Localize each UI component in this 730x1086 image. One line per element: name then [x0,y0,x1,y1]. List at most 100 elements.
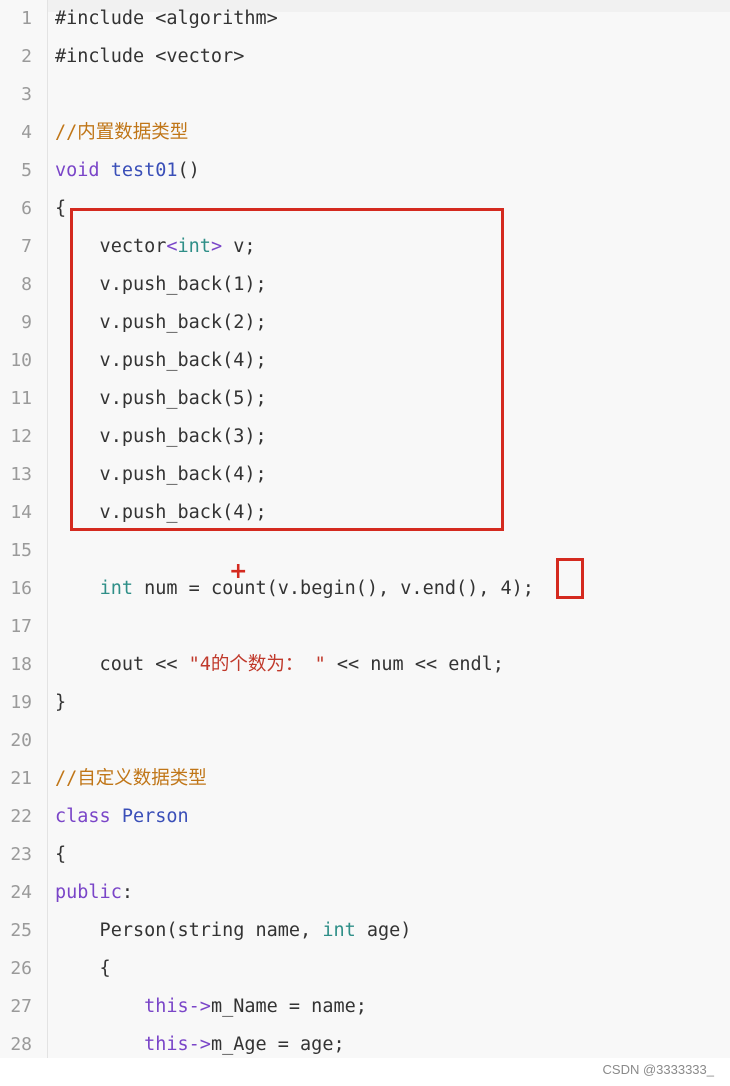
line-code: #include <vector> [55,38,244,76]
line-code: class Person [55,798,189,836]
editor-top-strip [0,0,730,12]
code-line[interactable]: 1#include <algorithm> [0,0,730,38]
crosshair-cursor-icon: + [229,559,248,584]
code-token: class [55,806,111,827]
line-code: Person(string name, int age) [55,912,412,950]
line-code: { [55,190,66,228]
code-token: v.push_back(4); [55,350,267,371]
code-token: { [55,844,67,865]
line-code: v.push_back(2); [55,304,267,342]
code-token: int [99,578,133,599]
line-code: v.push_back(5); [55,380,267,418]
line-code: public: [55,874,133,912]
code-token: { [55,958,111,979]
code-token: v.push_back(5); [55,388,267,409]
code-line[interactable]: 12 v.push_back(3); [0,418,730,456]
code-line[interactable]: 8 v.push_back(1); [0,266,730,304]
line-code: v.push_back(1); [55,266,267,304]
code-token: //内置数据类型 [55,122,189,143]
code-line[interactable]: 19} [0,684,730,722]
code-line[interactable]: 25 Person(string name, int age) [0,912,730,950]
line-number: 26 [10,958,32,979]
code-token: < [166,236,178,257]
code-token: this-> [144,1034,211,1055]
code-editor[interactable]: 1#include <algorithm>2#include <vector>3… [0,0,730,1058]
code-line[interactable]: 4 //内置数据类型 [0,114,730,152]
line-number: 17 [10,616,32,637]
line-code: int num = count(v.begin(), v.end(), 4); [55,570,534,608]
code-token: v.push_back(4); [55,502,267,523]
code-token: age) [355,920,412,941]
line-code: this->m_Name = name; [55,988,367,1026]
code-token: int [177,236,211,257]
code-token [100,160,111,181]
line-number: 13 [10,464,32,485]
line-number: 18 [10,654,32,675]
code-token [55,578,100,599]
code-token: v.push_back(4); [55,464,267,485]
code-line[interactable]: 9 v.push_back(2); [0,304,730,342]
code-line[interactable]: 17 [0,608,730,646]
code-line[interactable]: 27 this->m_Name = name; [0,988,730,1026]
code-token: m_Name = name; [210,996,367,1017]
line-code: vector<int> v; [55,228,256,266]
line-number: 8 [21,274,32,295]
code-line[interactable]: 16 int num = count(v.begin(), v.end(), 4… [0,570,730,608]
line-number: 4 [21,122,32,143]
code-token: Person(string name, [55,920,323,941]
vector-init-highlight-box [70,208,504,531]
line-number: 23 [10,844,32,865]
code-token: test01 [110,160,178,181]
code-token: : [121,882,133,903]
code-line[interactable]: 2#include <vector> [0,38,730,76]
line-code: cout << "4的个数为： " << num << endl; [55,646,504,684]
line-code: v.push_back(3); [55,418,267,456]
code-line[interactable]: 20 [0,722,730,760]
code-line[interactable]: 11 v.push_back(5); [0,380,730,418]
line-number: 15 [10,540,32,561]
line-code: { [55,950,111,988]
code-line[interactable]: 15 [0,532,730,570]
line-number: 9 [21,312,32,333]
line-number: 25 [10,920,32,941]
code-token: //自定义数据类型 [55,768,207,789]
code-token: v.push_back(2); [55,312,267,333]
line-code: v.push_back(4); [55,342,267,380]
code-line[interactable]: 26 { [0,950,730,988]
line-number: 6 [21,198,32,219]
line-number: 24 [10,882,32,903]
line-number: 20 [10,730,32,751]
code-token: void [55,160,100,181]
line-number: 11 [10,388,32,409]
code-token: { [55,198,67,219]
code-token: int [322,920,356,941]
line-number: 16 [10,578,32,599]
code-line[interactable]: 28 this->m_Age = age; [0,1026,730,1058]
code-token: cout << [55,654,189,675]
code-line[interactable]: 18 cout << "4的个数为： " << num << endl; [0,646,730,684]
code-line[interactable]: 23 { [0,836,730,874]
code-token: v.push_back(1); [55,274,267,295]
code-token: public [55,882,122,903]
code-line[interactable]: 14 v.push_back(4); [0,494,730,532]
line-code: #include <algorithm> [55,0,278,38]
line-code: v.push_back(4); [55,494,267,532]
code-line[interactable]: 24 public: [0,874,730,912]
code-line[interactable]: 6{ [0,190,730,228]
code-token: m_Age = age; [210,1034,345,1055]
code-line[interactable]: 10 v.push_back(4); [0,342,730,380]
code-token: num = count(v.begin(), v.end(), 4); [132,578,534,599]
code-line[interactable]: 13 v.push_back(4); [0,456,730,494]
line-code: v.push_back(4); [55,456,267,494]
code-line[interactable]: 3 [0,76,730,114]
code-line[interactable]: 21//自定义数据类型 [0,760,730,798]
code-token: vector [55,236,167,257]
line-number: 28 [10,1034,32,1055]
line-number: 5 [21,160,32,181]
code-line[interactable]: 5 void test01() [0,152,730,190]
code-token: () [177,160,200,181]
code-line[interactable]: 7 vector<int> v; [0,228,730,266]
watermark: CSDN @3333333_ [602,1062,714,1077]
code-token [111,806,122,827]
